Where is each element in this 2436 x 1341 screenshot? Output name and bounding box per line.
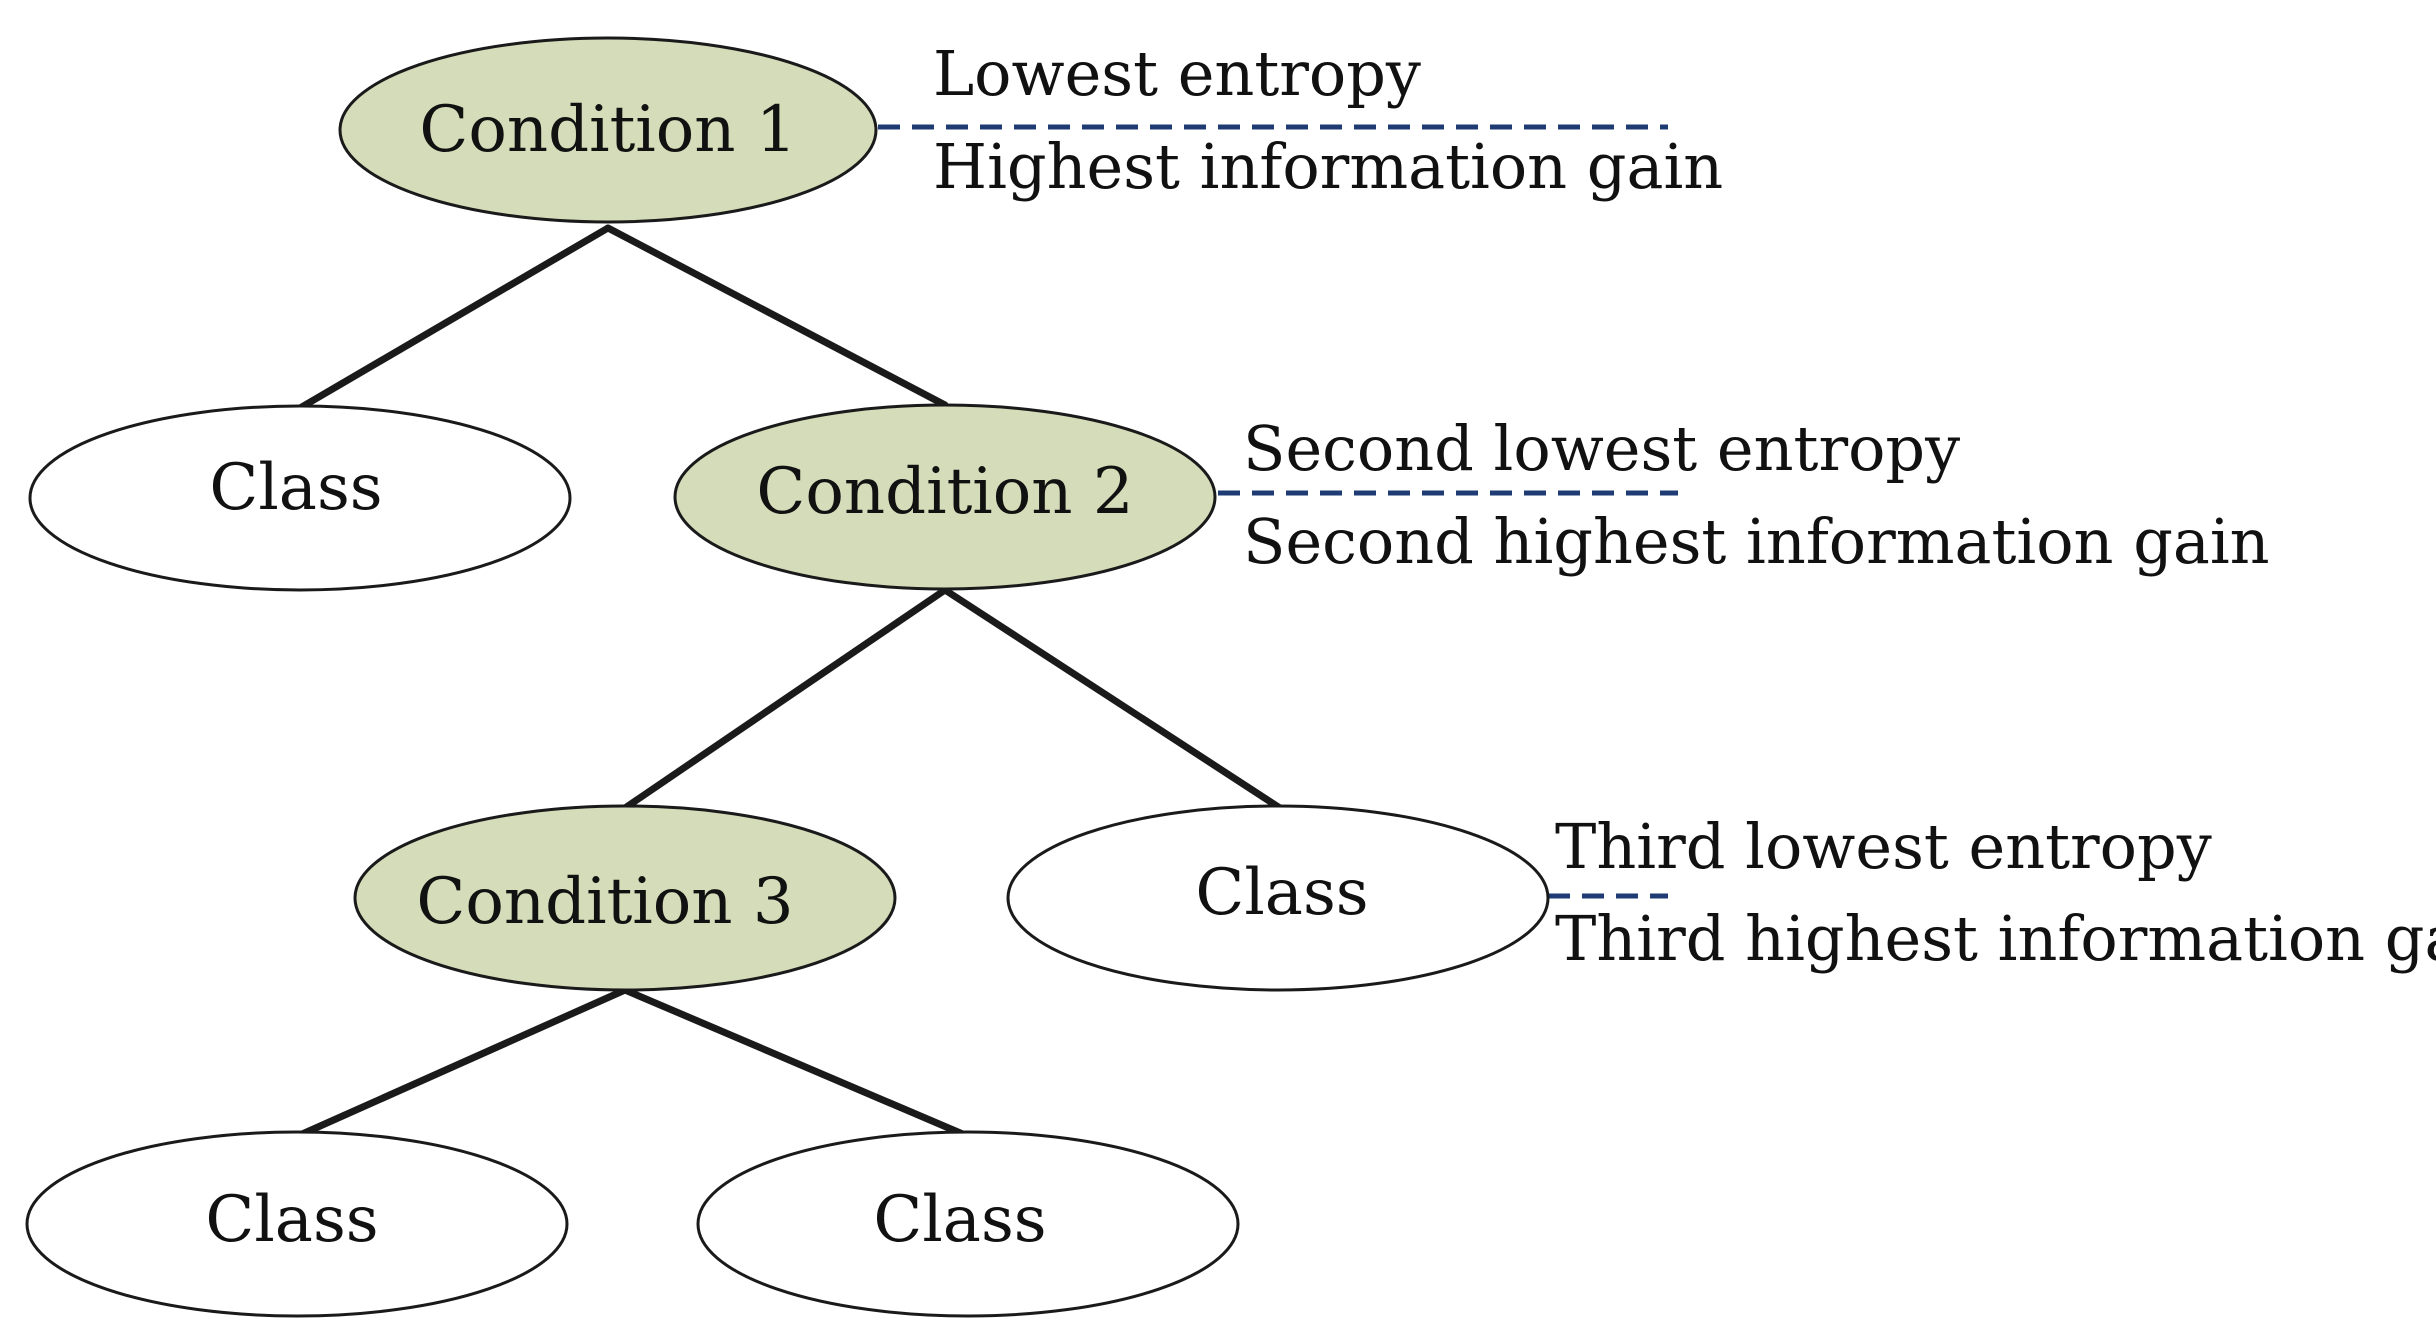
condition-3-shape — [353, 804, 897, 992]
edge-c3-class-left — [296, 986, 629, 1139]
annotation-1-line-1: Lowest entropy — [933, 37, 1421, 110]
edge-c3-class-right — [621, 986, 969, 1139]
class-2-shape — [1006, 804, 1550, 992]
annotation-level-2: Second lowest entropy Second highest inf… — [1243, 412, 2270, 578]
annotation-3-line-2: Third highest information gain — [1555, 902, 2436, 975]
tree-edges — [296, 224, 1284, 1139]
node-class-level-3-left: Class — [25, 1130, 569, 1318]
edge-c1-c2 — [604, 224, 949, 409]
condition-1-shape — [338, 36, 878, 224]
edge-c2-c3 — [621, 586, 949, 812]
annotation-2-line-2: Second highest information gain — [1243, 505, 2270, 578]
class-1-shape — [28, 404, 572, 592]
class-3-right-shape — [696, 1130, 1240, 1318]
node-condition-2: Condition 2 — [673, 403, 1217, 591]
condition-1-label: Condition 1 — [419, 93, 796, 167]
class-1-label: Class — [209, 451, 382, 525]
node-condition-1: Condition 1 — [338, 36, 878, 224]
node-class-level-3-right: Class — [696, 1130, 1240, 1318]
condition-2-shape — [673, 403, 1217, 591]
edge-c1-class — [296, 224, 612, 412]
node-class-level-1: Class — [28, 404, 572, 592]
class-3-left-label: Class — [205, 1183, 378, 1257]
node-condition-3: Condition 3 — [353, 804, 897, 992]
annotation-level-1: Lowest entropy Highest information gain — [933, 37, 1723, 203]
annotation-1-line-2: Highest information gain — [933, 130, 1723, 203]
condition-3-label: Condition 3 — [416, 865, 793, 939]
class-3-right-label: Class — [873, 1183, 1046, 1257]
class-3-left-shape — [25, 1130, 569, 1318]
class-2-label: Class — [1195, 856, 1368, 930]
condition-2-label: Condition 2 — [756, 455, 1133, 529]
annotation-connectors — [878, 124, 1678, 899]
edge-c2-class — [941, 586, 1284, 812]
annotation-3-line-1: Third lowest entropy — [1555, 810, 2212, 883]
annotation-level-3: Third lowest entropy Third highest infor… — [1555, 810, 2436, 975]
annotation-2-line-1: Second lowest entropy — [1243, 412, 1960, 485]
node-class-level-2: Class — [1006, 804, 1550, 992]
